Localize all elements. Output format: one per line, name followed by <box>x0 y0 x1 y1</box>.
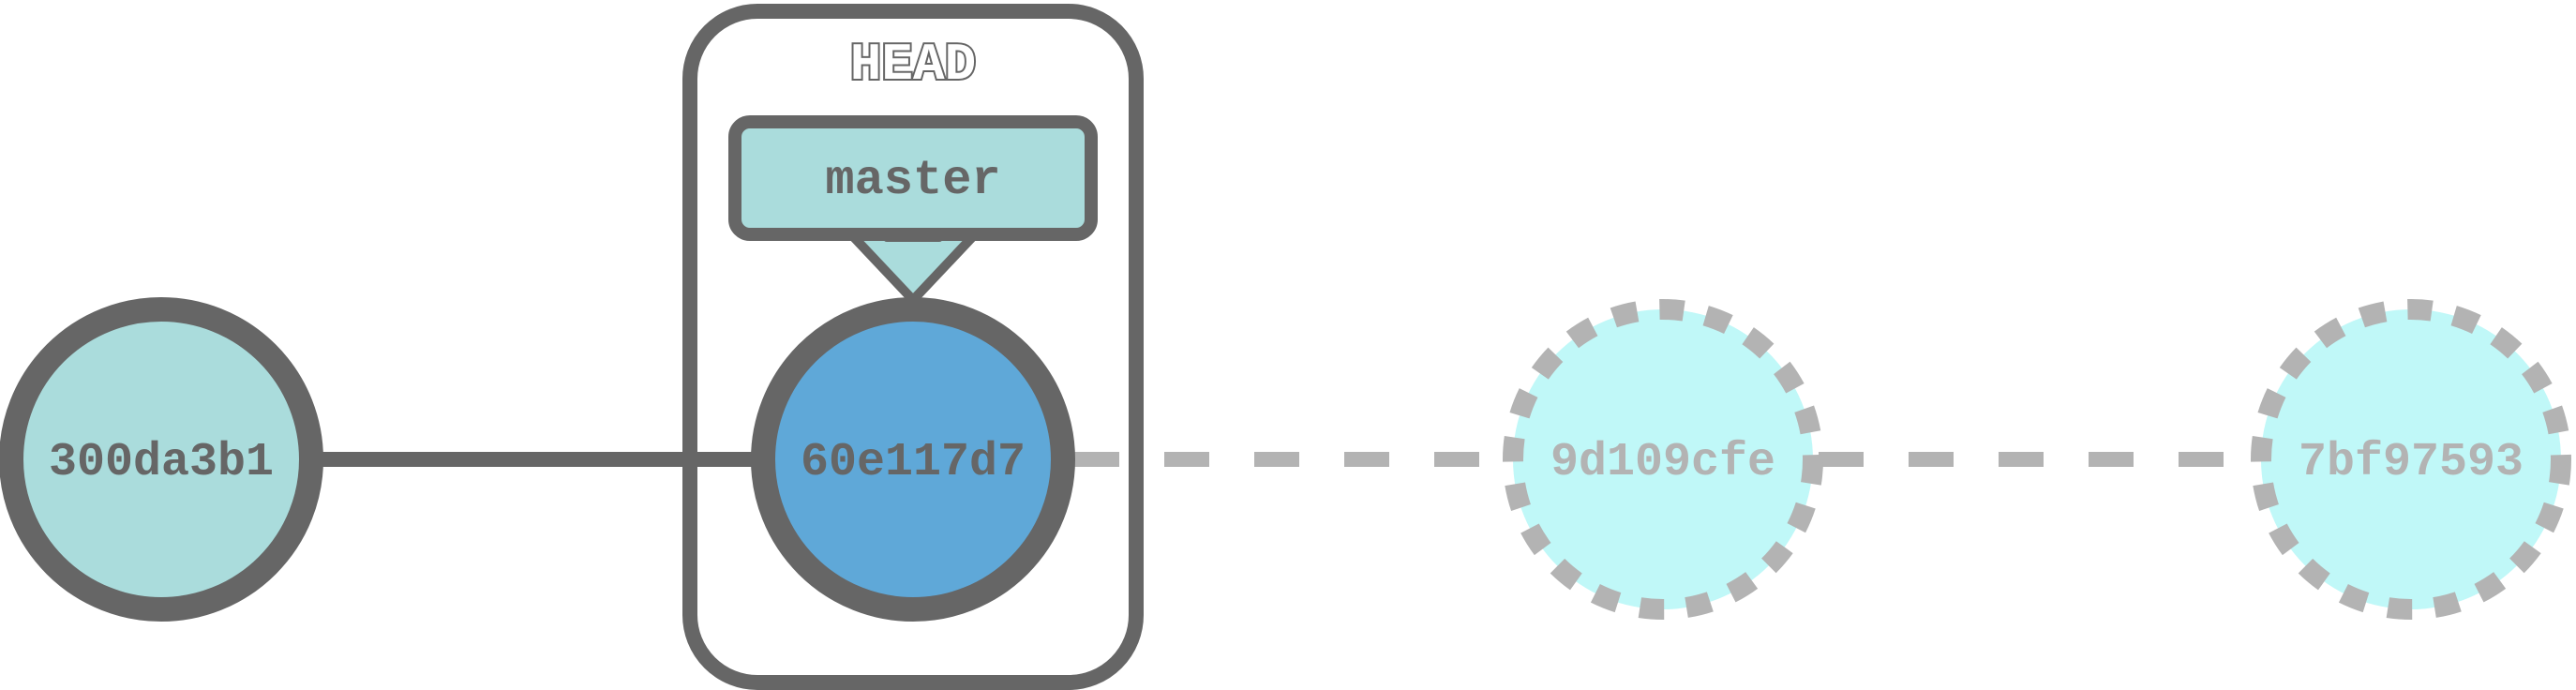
branch-pointer <box>846 230 980 305</box>
commit-id: 7bf97593 <box>2299 436 2524 489</box>
commit-circle <box>0 297 323 622</box>
commit-node[interactable]: 7bf97593 <box>2251 299 2571 620</box>
commit-node[interactable]: 300da3b1 <box>0 297 323 622</box>
commit-id: 60e117d7 <box>801 436 1026 489</box>
branch-label: master <box>825 153 1000 208</box>
head-label: HEAD <box>850 35 976 95</box>
commit-id: 300da3b1 <box>49 436 274 489</box>
commit-node[interactable]: 60e117d7 <box>751 297 1075 622</box>
head-box <box>682 4 1144 690</box>
commit-id: 9d109cfe <box>1550 436 1775 489</box>
commit-circle <box>2251 299 2571 620</box>
commit-circle <box>751 297 1075 622</box>
commit-circle <box>1503 299 1823 620</box>
branch-pointer-joint <box>883 229 943 242</box>
commit-node[interactable]: 9d109cfe <box>1503 299 1823 620</box>
